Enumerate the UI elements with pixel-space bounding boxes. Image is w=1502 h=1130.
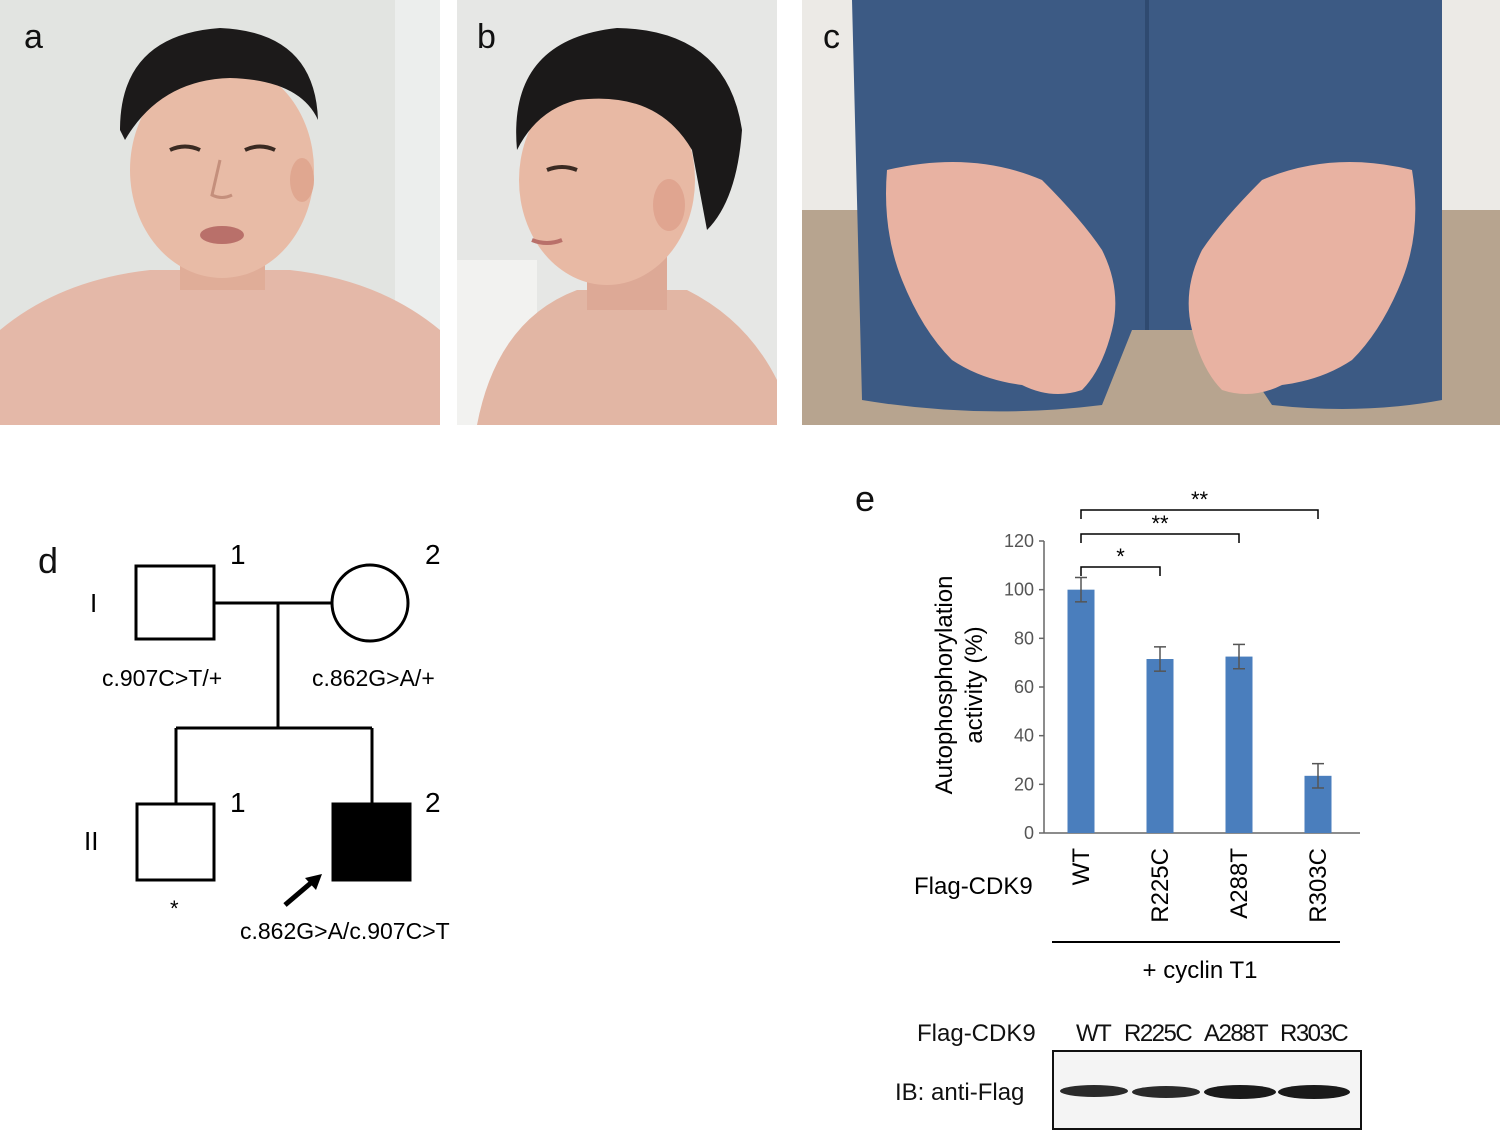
- blot-lane-r303c: R303C: [1280, 1020, 1349, 1047]
- panel-label-c: c: [823, 18, 840, 56]
- pedigree-gen-I-label: I: [90, 588, 97, 618]
- blot-band-r303c: [1278, 1085, 1350, 1099]
- photo-panel-c: [802, 0, 1500, 425]
- proband-arrow-icon: [283, 880, 314, 907]
- blot-lane-a288t: A288T: [1204, 1020, 1269, 1047]
- chart-ylabel-line1: Autophosphorylation: [931, 576, 958, 795]
- significance-bracket: [1080, 533, 1240, 543]
- chart-y-tick-label: 0: [1024, 823, 1034, 843]
- pedigree-I1-number: 1: [230, 539, 246, 570]
- pedigree-II1-number: 1: [230, 787, 246, 818]
- chart-bar-a288t: [1225, 656, 1253, 833]
- blot-lane-r225c: R225C: [1124, 1020, 1193, 1047]
- blot-band-a288t: [1204, 1085, 1276, 1099]
- chart-row-label: Flag-CDK9: [914, 873, 1033, 900]
- pedigree-II1-mark: *: [170, 896, 179, 921]
- chart-y-tick-label: 20: [1014, 774, 1034, 794]
- photo-panel-b: [457, 0, 777, 425]
- pedigree-proband-square: [331, 802, 412, 882]
- panel-label-d: d: [38, 540, 59, 581]
- chart-bar-wt: [1067, 589, 1095, 833]
- chart-group-label: + cyclin T1: [1143, 957, 1258, 984]
- pedigree-father-square: [134, 564, 216, 641]
- chart-category-label: WT: [1068, 848, 1095, 886]
- chart-bar-r225c: [1146, 659, 1174, 833]
- pedigree-gen-II-label: II: [84, 826, 98, 856]
- blot-ib-label: IB: anti-Flag: [895, 1079, 1025, 1106]
- panel-label-e: e: [855, 478, 876, 519]
- proband-arrowhead-icon: [305, 874, 322, 890]
- chart-y-tick-label: 80: [1014, 628, 1034, 648]
- pedigree-I1-genotype: c.907C>T/+: [102, 665, 222, 691]
- significance-label: **: [1151, 511, 1169, 536]
- photo-a-drawing: [0, 0, 440, 425]
- chart-category-label: R303C: [1305, 848, 1332, 923]
- chart-y-tick-label: 40: [1014, 726, 1034, 746]
- pedigree-II2-genotype: c.862G>A/c.907C>T: [240, 918, 450, 944]
- chart-category-label: R225C: [1147, 848, 1174, 923]
- blot-lane-wt: WT: [1076, 1020, 1112, 1047]
- pedigree-I2-number: 2: [425, 539, 441, 570]
- pedigree-mother-circle: [330, 563, 410, 643]
- pedigree-sibling-square: [135, 802, 216, 882]
- blot-lane-labels: WT R225C A288T R303C: [1068, 1020, 1368, 1050]
- significance-bracket: [1080, 509, 1319, 519]
- western-blot-image: [1052, 1050, 1362, 1130]
- pedigree-diagram: I II 1 2 1 2 c.907C>T/+ c.862G>A/+ * c.8…: [84, 539, 450, 944]
- chart-ylabel-line2: activity (%): [961, 626, 988, 743]
- significance-bracket: [1080, 566, 1161, 576]
- blot-band-wt: [1060, 1085, 1128, 1097]
- chart-y-tick-label: 120: [1004, 531, 1034, 551]
- blot-band-r225c: [1132, 1086, 1200, 1098]
- chart-y-tick-label: 100: [1004, 580, 1034, 600]
- photo-panel-a: [0, 0, 440, 425]
- significance-label: **: [1191, 487, 1209, 512]
- panel-label-b: b: [477, 18, 496, 56]
- panel-label-a: a: [24, 18, 43, 56]
- pedigree-II2-number: 2: [425, 787, 441, 818]
- blot-row-label: Flag-CDK9: [917, 1020, 1036, 1047]
- significance-label: *: [1116, 544, 1125, 569]
- photo-b-drawing: [457, 0, 777, 425]
- pedigree-I2-genotype: c.862G>A/+: [312, 665, 435, 691]
- chart-y-tick-label: 60: [1014, 677, 1034, 697]
- photo-c-drawing: [802, 0, 1500, 425]
- chart-category-label: A288T: [1226, 848, 1253, 919]
